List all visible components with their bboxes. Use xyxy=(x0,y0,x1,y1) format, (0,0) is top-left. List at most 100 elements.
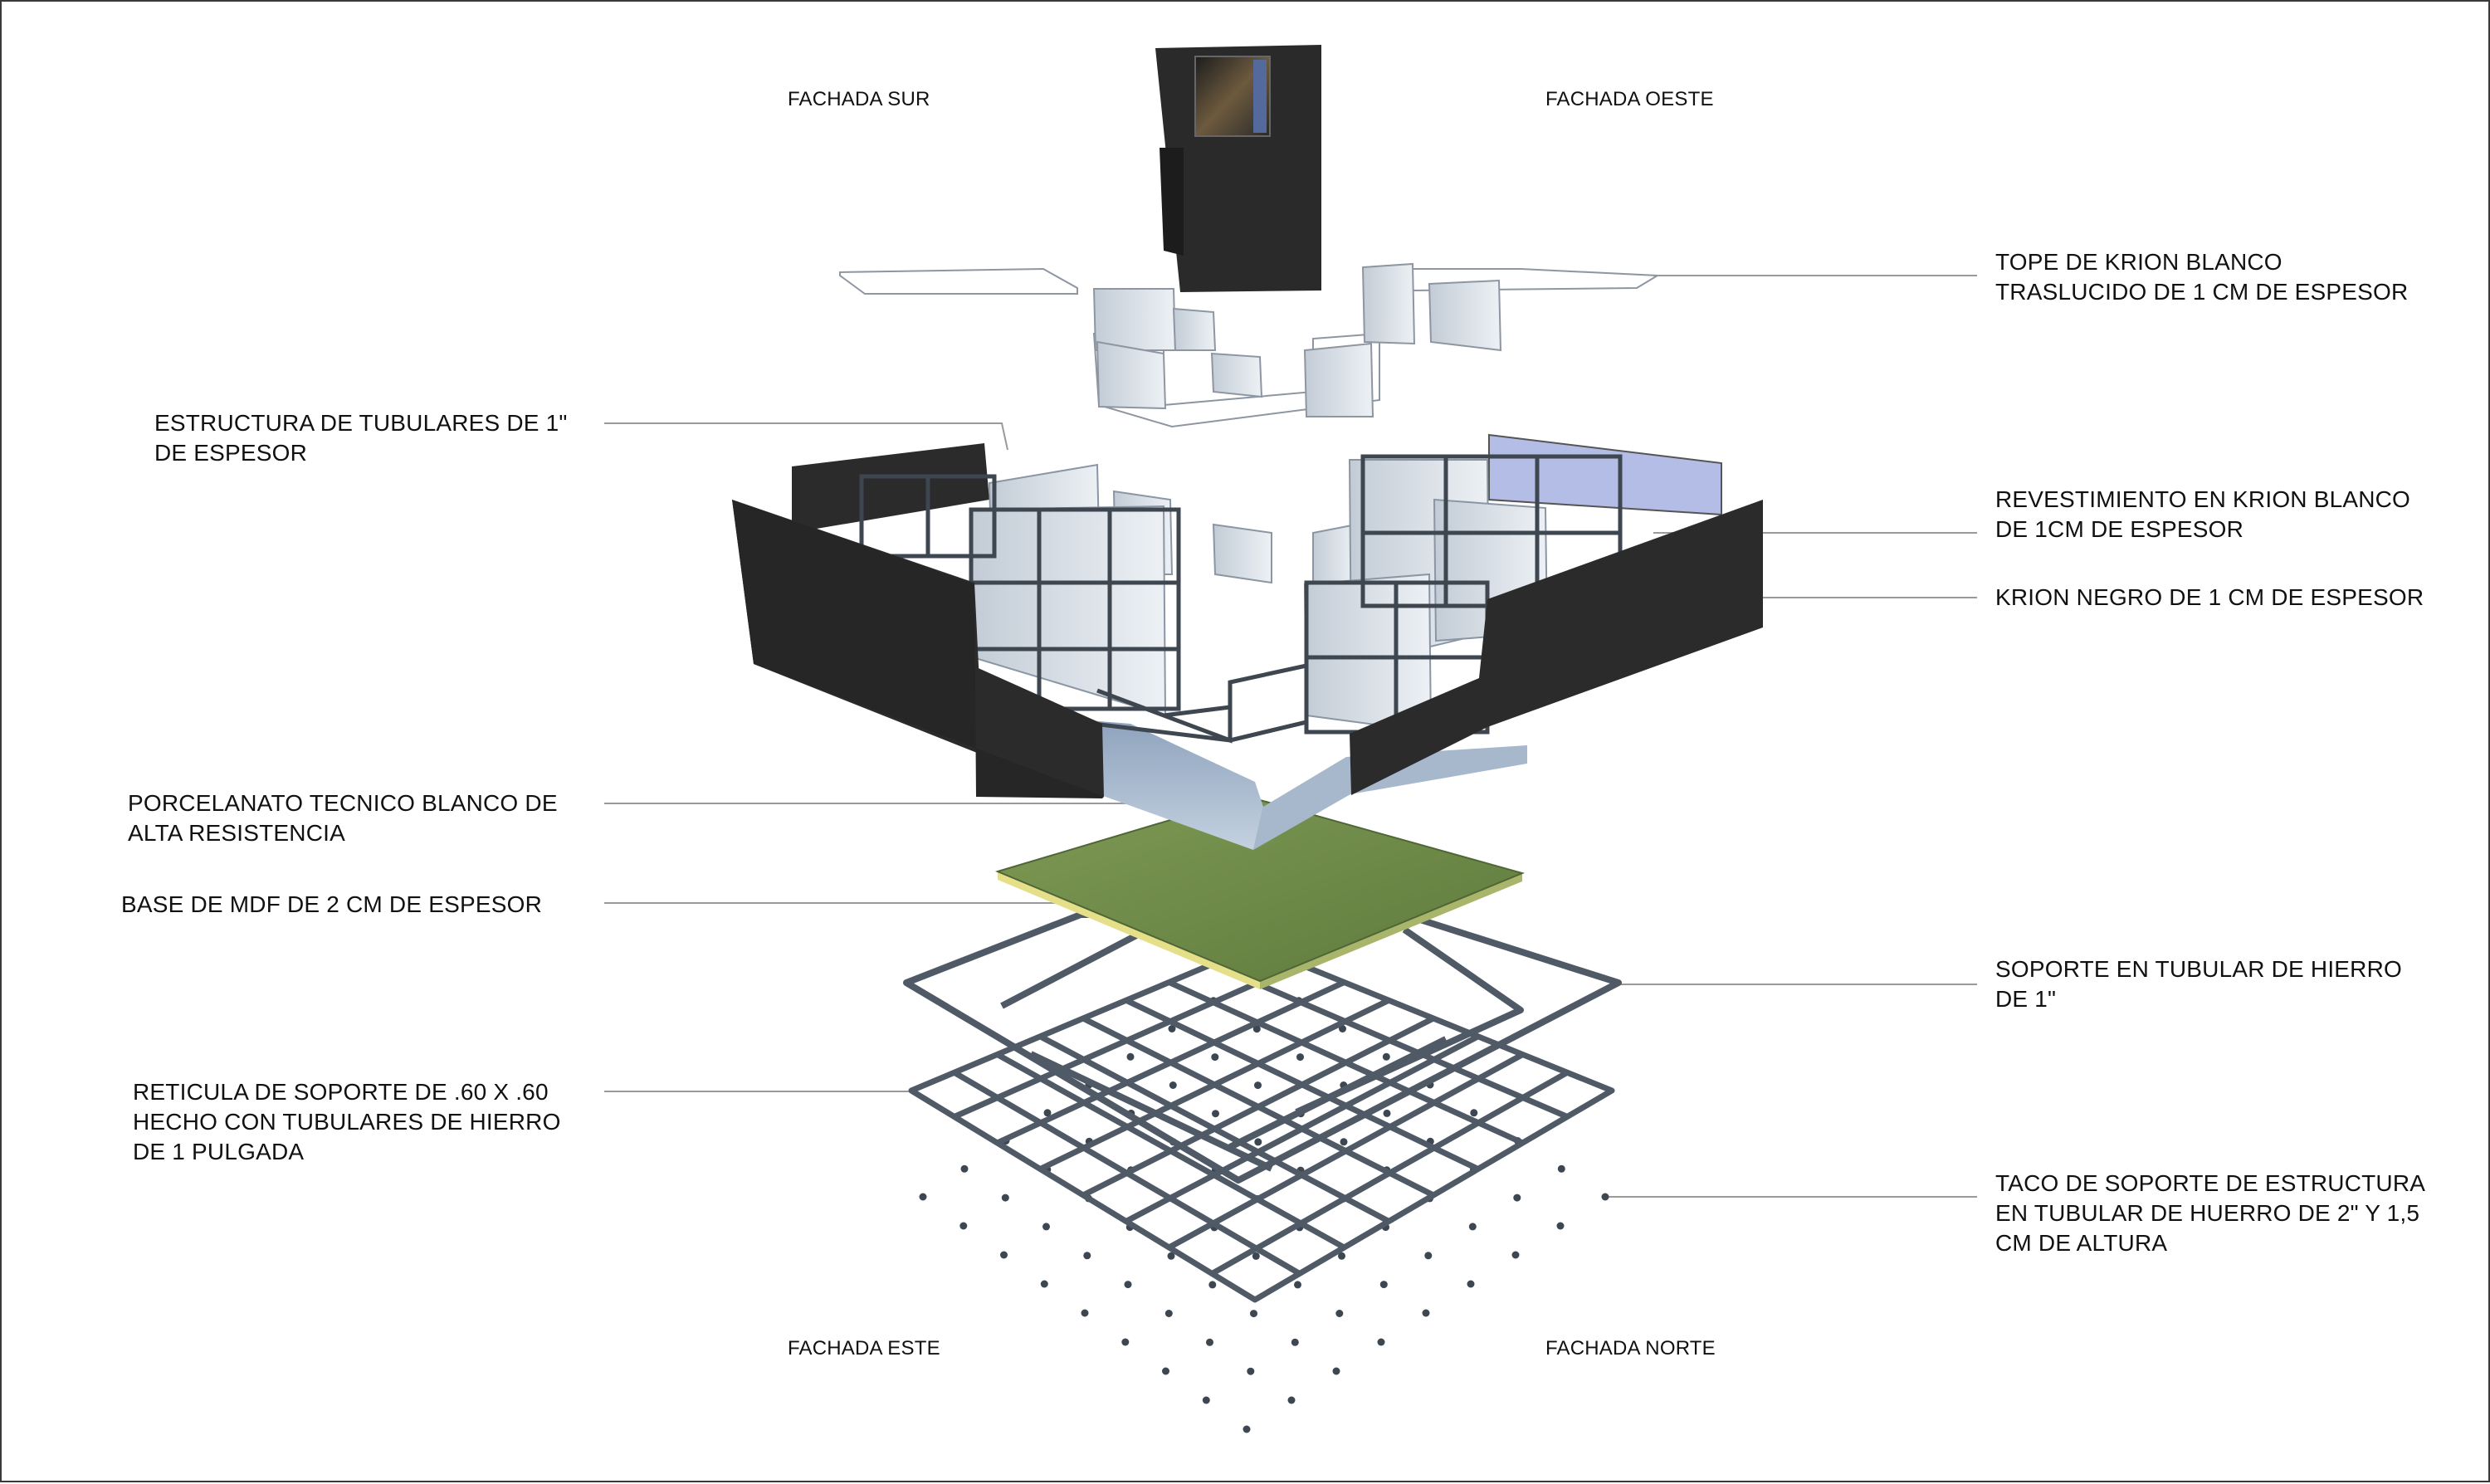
grid-line-b-4 xyxy=(1081,1015,1435,1198)
support-peg xyxy=(1247,1367,1255,1375)
support-peg xyxy=(1124,1281,1132,1289)
support-peg xyxy=(1296,1053,1304,1062)
facade-label-north: FACHADA NORTE xyxy=(1545,1337,1716,1360)
top-panel-6 xyxy=(1428,279,1502,352)
krion-negro-left-front xyxy=(732,500,1104,798)
krion-blanco-top xyxy=(839,262,1661,428)
support-peg xyxy=(1211,1053,1219,1062)
grid-line-b-7 xyxy=(952,1070,1301,1277)
label-soporte-tubular: SOPORTE EN TUBULAR DE HIERRO DE 1" xyxy=(1995,956,2402,1012)
support-peg xyxy=(1252,1025,1261,1033)
support-peg xyxy=(1168,1025,1176,1032)
mdf-base xyxy=(995,795,1526,989)
mdf-base-edge-right xyxy=(1260,873,1522,989)
u-module xyxy=(732,433,1763,798)
support-peg xyxy=(1338,1252,1345,1260)
top-panel-4 xyxy=(1096,340,1167,410)
support-peg xyxy=(1126,1052,1135,1061)
support-peg xyxy=(1000,1251,1008,1259)
support-peg xyxy=(1212,1110,1219,1118)
display-column-side xyxy=(1160,148,1184,256)
support-peg xyxy=(1121,1338,1130,1346)
support-peg xyxy=(1169,1081,1177,1089)
support-peg xyxy=(1083,1252,1091,1260)
top-panel-2 xyxy=(1172,307,1217,351)
support-peg xyxy=(1287,1396,1296,1404)
label-krion-negro: KRION NEGRO DE 1 CM DE ESPESOR xyxy=(1995,584,2424,610)
top-left-outline xyxy=(839,267,1078,295)
support-peg xyxy=(1243,1425,1251,1433)
krion-blanco-back-right xyxy=(1488,433,1722,516)
top-panel-5 xyxy=(1361,262,1416,345)
label-taco-soporte: TACO DE SOPORTE DE ESTRUCTURA EN TUBULAR… xyxy=(1995,1170,2426,1256)
label-porcelanato: PORCELANATO TECNICO BLANCO DE ALTA RESIS… xyxy=(128,790,558,846)
support-peg xyxy=(1081,1309,1089,1317)
support-peg xyxy=(919,1193,927,1201)
support-peg xyxy=(1470,1109,1478,1117)
support-peg xyxy=(1332,1367,1340,1375)
grid-line-a-5 xyxy=(1125,1033,1480,1224)
support-peg xyxy=(1162,1367,1169,1375)
leader-estructura xyxy=(604,422,1008,451)
support-peg xyxy=(1377,1338,1385,1346)
krion-negro-back-left xyxy=(792,443,989,533)
support-peg xyxy=(1042,1223,1050,1231)
label-base-mdf: BASE DE MDF DE 2 CM DE ESPESOR xyxy=(121,891,542,917)
support-peg xyxy=(1382,1052,1390,1061)
support-peg xyxy=(1468,1223,1477,1231)
top-panel-1 xyxy=(1092,288,1177,351)
top-panels xyxy=(1092,262,1502,417)
support-peg xyxy=(1422,1309,1430,1317)
label-revestimiento-krion: REVESTIMIENTO EN KRION BLANCO DE 1CM DE … xyxy=(1995,486,2411,542)
support-peg xyxy=(1291,1338,1299,1346)
leader-lines xyxy=(604,275,1977,1198)
grid-line-b-6 xyxy=(995,1052,1346,1251)
support-peg xyxy=(959,1222,968,1230)
support-peg xyxy=(1001,1194,1009,1202)
krion-negro-right-panel xyxy=(1350,500,1763,795)
support-peg xyxy=(1040,1280,1048,1288)
support-peg xyxy=(1467,1280,1475,1288)
support-peg xyxy=(1383,1109,1391,1117)
support-peg xyxy=(1340,1138,1348,1146)
support-peg xyxy=(1294,1281,1301,1289)
cage-floor-rung-1 xyxy=(1163,705,1231,718)
cage-floor-rung-2 xyxy=(1229,720,1307,743)
grid-lines xyxy=(952,961,1569,1277)
support-peg xyxy=(1424,1252,1433,1260)
facade-label-east: FACHADA ESTE xyxy=(788,1337,940,1360)
label-tope-krion-blanco: TOPE DE KRION BLANCO TRASLUCIDO DE 1 CM … xyxy=(1995,249,2409,305)
support-peg xyxy=(960,1164,969,1173)
support-peg xyxy=(1167,1252,1175,1260)
support-peg xyxy=(1511,1251,1520,1259)
top-panel-7 xyxy=(1303,342,1374,417)
support-peg xyxy=(1556,1222,1565,1230)
support-peg xyxy=(1250,1310,1257,1318)
label-reticula-soporte: RETICULA DE SOPORTE DE .60 X .60 HECHO C… xyxy=(133,1079,561,1164)
display-column xyxy=(1155,45,1321,292)
mdf-base-edge xyxy=(998,871,1260,989)
grid-line-a-6 xyxy=(1167,1052,1525,1251)
grid-line-b-5 xyxy=(1038,1033,1390,1224)
support-peg xyxy=(1164,1310,1173,1317)
support-peg xyxy=(1254,1081,1262,1090)
mdf-base-top xyxy=(995,795,1526,983)
support-peg xyxy=(1206,1338,1213,1346)
grid-outline xyxy=(908,943,1615,1303)
support-peg xyxy=(1339,1025,1346,1032)
support-peg xyxy=(1202,1396,1210,1404)
grid-line-a-7 xyxy=(1210,1070,1569,1277)
partition-3 xyxy=(1212,523,1272,584)
support-peg xyxy=(1601,1193,1609,1201)
label-estructura-tubulares: ESTRUCTURA DE TUBULARES DE 1" DE ESPESOR xyxy=(154,410,568,466)
porcelanato-right-arm xyxy=(1253,745,1527,850)
facade-label-south: FACHADA SUR xyxy=(788,88,930,110)
facade-label-west: FACHADA OESTE xyxy=(1545,88,1714,110)
support-grid xyxy=(908,943,1615,1303)
support-peg xyxy=(1252,1252,1260,1260)
support-peg xyxy=(1335,1310,1344,1317)
top-panel-3 xyxy=(1210,352,1263,398)
support-peg xyxy=(1379,1281,1388,1289)
